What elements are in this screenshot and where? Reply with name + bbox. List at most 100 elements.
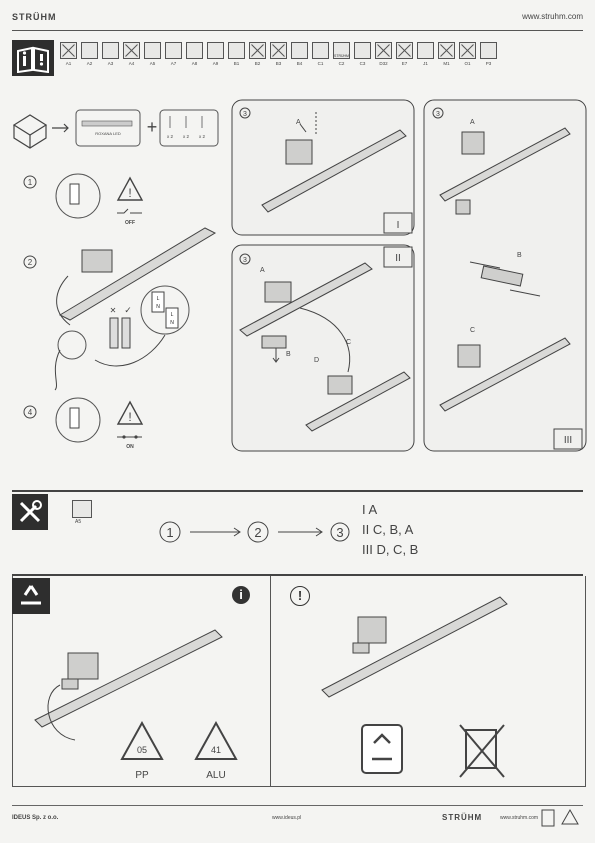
warning-icon xyxy=(116,176,144,201)
svg-text:N: N xyxy=(156,304,160,310)
off-label: OFF xyxy=(125,220,135,226)
footer-brand: STRÜHM xyxy=(442,813,483,822)
info-icon: i xyxy=(232,586,250,604)
svg-text:L: L xyxy=(157,296,160,302)
qty-dowel: x 2 xyxy=(183,134,190,139)
recycling-illustrations: 05 PP 41 ALU xyxy=(34,596,508,781)
reg-icon-a9: A9 xyxy=(207,42,224,66)
tools-caption: A5 xyxy=(75,519,82,525)
qty-bolt: x 2 xyxy=(199,134,206,139)
reg-icon-e7: E7 xyxy=(396,42,413,66)
switch-off-icon xyxy=(55,173,101,219)
reg-icon-a5: A5 xyxy=(144,42,161,66)
lamp-right xyxy=(321,596,508,698)
svg-text:A: A xyxy=(470,119,475,126)
lamp-left xyxy=(34,629,223,741)
seq-step-1: 1 xyxy=(166,525,173,540)
svg-text:3: 3 xyxy=(243,257,247,264)
sequence-flow: 1 2 3 xyxy=(159,521,350,543)
svg-text:05: 05 xyxy=(137,745,147,755)
footer-web: www.ideus.pl xyxy=(272,815,302,821)
alu-recycle-icon: 41 ALU xyxy=(194,720,238,781)
svg-text:!: ! xyxy=(128,186,131,200)
weee-crossed-bin-icon xyxy=(459,724,505,778)
reg-icon-a7: A7 xyxy=(165,42,182,66)
step-1-badge xyxy=(23,175,37,189)
assembly-diagram: ROXANA LED + x 2 x 2 x 2 1 ! OFF 2 ✕ ✓ L… xyxy=(12,99,587,452)
panel-II-numeral: II xyxy=(395,253,401,264)
reg-icon-a8: A8 xyxy=(186,42,203,66)
recycle-badge-icon xyxy=(12,578,50,614)
svg-text:1: 1 xyxy=(28,178,33,187)
regulation-icon-row: A1 A2 A3 A4 A5 A7 A8 A9 B1 B2 B3 B4 C1 S… xyxy=(60,42,497,66)
footer-web2: www.struhm.com xyxy=(500,815,539,821)
svg-text:C: C xyxy=(346,339,351,346)
svg-text:!: ! xyxy=(128,410,131,424)
svg-text:3: 3 xyxy=(436,111,440,118)
reg-icon-d32: D32 xyxy=(375,42,392,66)
tools-icon xyxy=(12,494,48,530)
svg-text:L: L xyxy=(171,312,174,318)
svg-text:B: B xyxy=(517,252,522,259)
reg-icon-c3: C3 xyxy=(354,42,371,66)
reg-icon-c1: C1 xyxy=(312,42,329,66)
reg-icon-b2: B2 xyxy=(249,42,266,66)
header-divider xyxy=(12,30,583,31)
sequence-line-3: III D, C, B xyxy=(362,542,419,557)
qty-screw: x 2 xyxy=(167,134,174,139)
hardware-box xyxy=(159,109,219,147)
svg-text:A: A xyxy=(296,119,301,126)
wrong-mark: ✕ xyxy=(110,306,117,315)
info-book-icon xyxy=(12,40,54,76)
reg-icon-b1: B1 xyxy=(228,42,245,66)
reg-icon-a3: A3 xyxy=(102,42,119,66)
pp-recycle-icon: 05 PP xyxy=(120,720,164,781)
svg-text:N: N xyxy=(170,320,174,326)
lamp-step2 xyxy=(56,227,217,326)
recycle-bin-icon xyxy=(361,724,403,774)
switch-on-icon xyxy=(55,397,101,443)
reg-icon-m1: M1 xyxy=(438,42,455,66)
sequence-line-1: I A xyxy=(362,502,378,517)
panel-III-numeral: III xyxy=(564,435,572,446)
package-icon xyxy=(12,114,48,149)
product-label: ROXANA LED xyxy=(95,131,121,136)
svg-text:ALU: ALU xyxy=(206,770,225,781)
section-divider-recycling xyxy=(12,574,583,576)
step-4-badge xyxy=(23,405,37,419)
recycling-section xyxy=(12,576,586,787)
reg-icon-a4: A4 xyxy=(123,42,140,66)
header-url: www.struhm.com xyxy=(522,12,583,21)
footer-divider xyxy=(12,805,583,806)
svg-text:C: C xyxy=(470,327,475,334)
footer-company: IDEUS Sp. z o.o. xyxy=(12,815,59,821)
screwdriver-icon xyxy=(72,500,92,518)
svg-text:41: 41 xyxy=(211,745,221,755)
svg-text:A: A xyxy=(260,267,265,274)
reg-icon-p3: P3 xyxy=(480,42,497,66)
footer-triangle-icon xyxy=(561,808,579,825)
reg-icon-a1: A1 xyxy=(60,42,77,66)
panel-I-numeral: I xyxy=(397,220,400,231)
svg-text:+: + xyxy=(147,117,158,137)
seq-step-2: 2 xyxy=(254,525,261,540)
reg-icon-b4: B4 xyxy=(291,42,308,66)
arrow-icon xyxy=(52,123,69,133)
svg-text:2: 2 xyxy=(28,258,33,267)
svg-text:4: 4 xyxy=(28,408,33,417)
svg-text:D: D xyxy=(314,357,319,364)
footer-bin-icon xyxy=(541,809,555,827)
reg-icon-a2: A2 xyxy=(81,42,98,66)
plug-zoom-icon xyxy=(57,330,87,360)
sequence-line-2: II C, B, A xyxy=(362,522,414,537)
on-label: ON xyxy=(126,444,134,450)
reg-icon-o1: O1 xyxy=(459,42,476,66)
seq-step-3: 3 xyxy=(336,525,343,540)
reg-icon-b3: B3 xyxy=(270,42,287,66)
caution-icon: ! xyxy=(290,586,310,606)
icon-bar: A1 A2 A3 A4 A5 A7 A8 A9 B1 B2 B3 B4 C1 S… xyxy=(12,40,584,82)
section-divider-tools xyxy=(12,490,583,492)
step-2-badge xyxy=(23,255,37,269)
warning-icon-2 xyxy=(116,400,144,425)
